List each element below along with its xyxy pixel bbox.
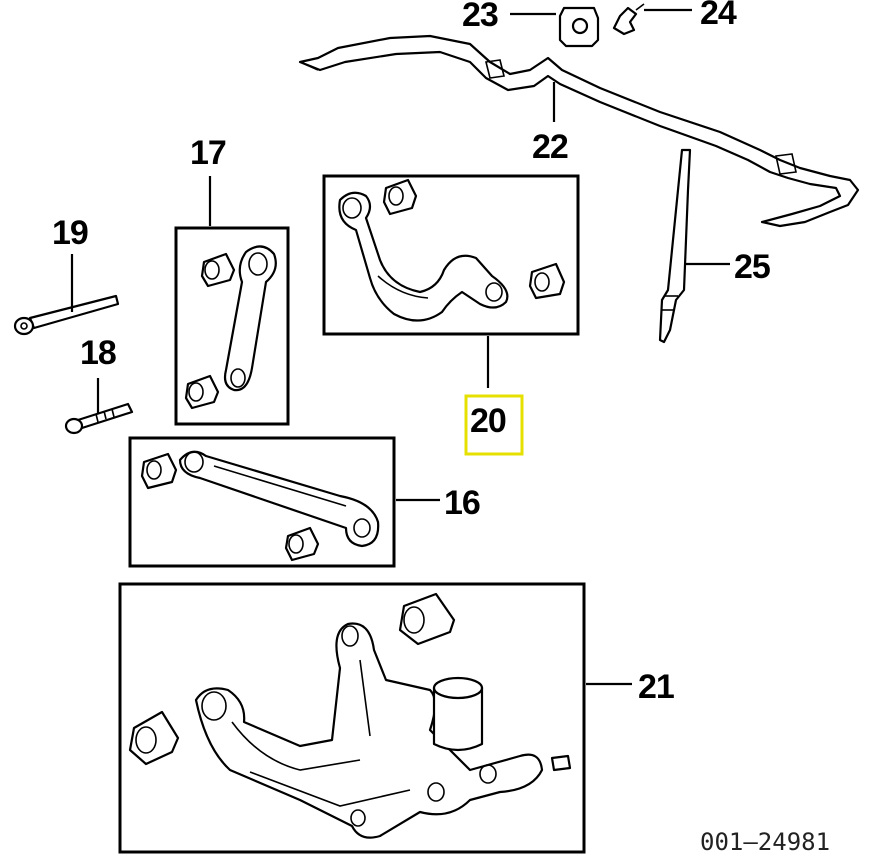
highlight-20 <box>464 394 524 456</box>
callout-20: 20 <box>470 402 506 440</box>
callout-22: 22 <box>532 128 568 166</box>
figure-code: 001–24981 <box>700 828 830 856</box>
callout-24: 24 <box>700 0 737 32</box>
callout-18: 18 <box>80 334 116 372</box>
link-rod-25[interactable] <box>658 148 692 344</box>
stabilizer-bar-22[interactable] <box>298 34 860 228</box>
lateral-link-17[interactable] <box>184 245 277 410</box>
part-box-20 <box>322 174 580 336</box>
bracket-24[interactable] <box>612 3 645 36</box>
trailing-arm-16[interactable] <box>140 450 380 562</box>
bolt-18[interactable] <box>64 402 134 435</box>
callout-19: 19 <box>52 214 88 252</box>
bolt-19[interactable] <box>13 294 120 336</box>
callout-17: 17 <box>190 134 226 172</box>
part-box-21 <box>118 582 586 854</box>
part-box-16 <box>128 436 396 568</box>
bushing-23[interactable] <box>558 6 600 48</box>
callout-16: 16 <box>444 484 480 522</box>
callout-21: 21 <box>638 668 674 706</box>
callout-23: 23 <box>462 0 498 34</box>
lower-arm-21[interactable] <box>128 592 572 839</box>
callout-25: 25 <box>734 248 770 286</box>
upper-arm-20[interactable] <box>338 178 566 322</box>
part-box-17 <box>174 226 290 426</box>
